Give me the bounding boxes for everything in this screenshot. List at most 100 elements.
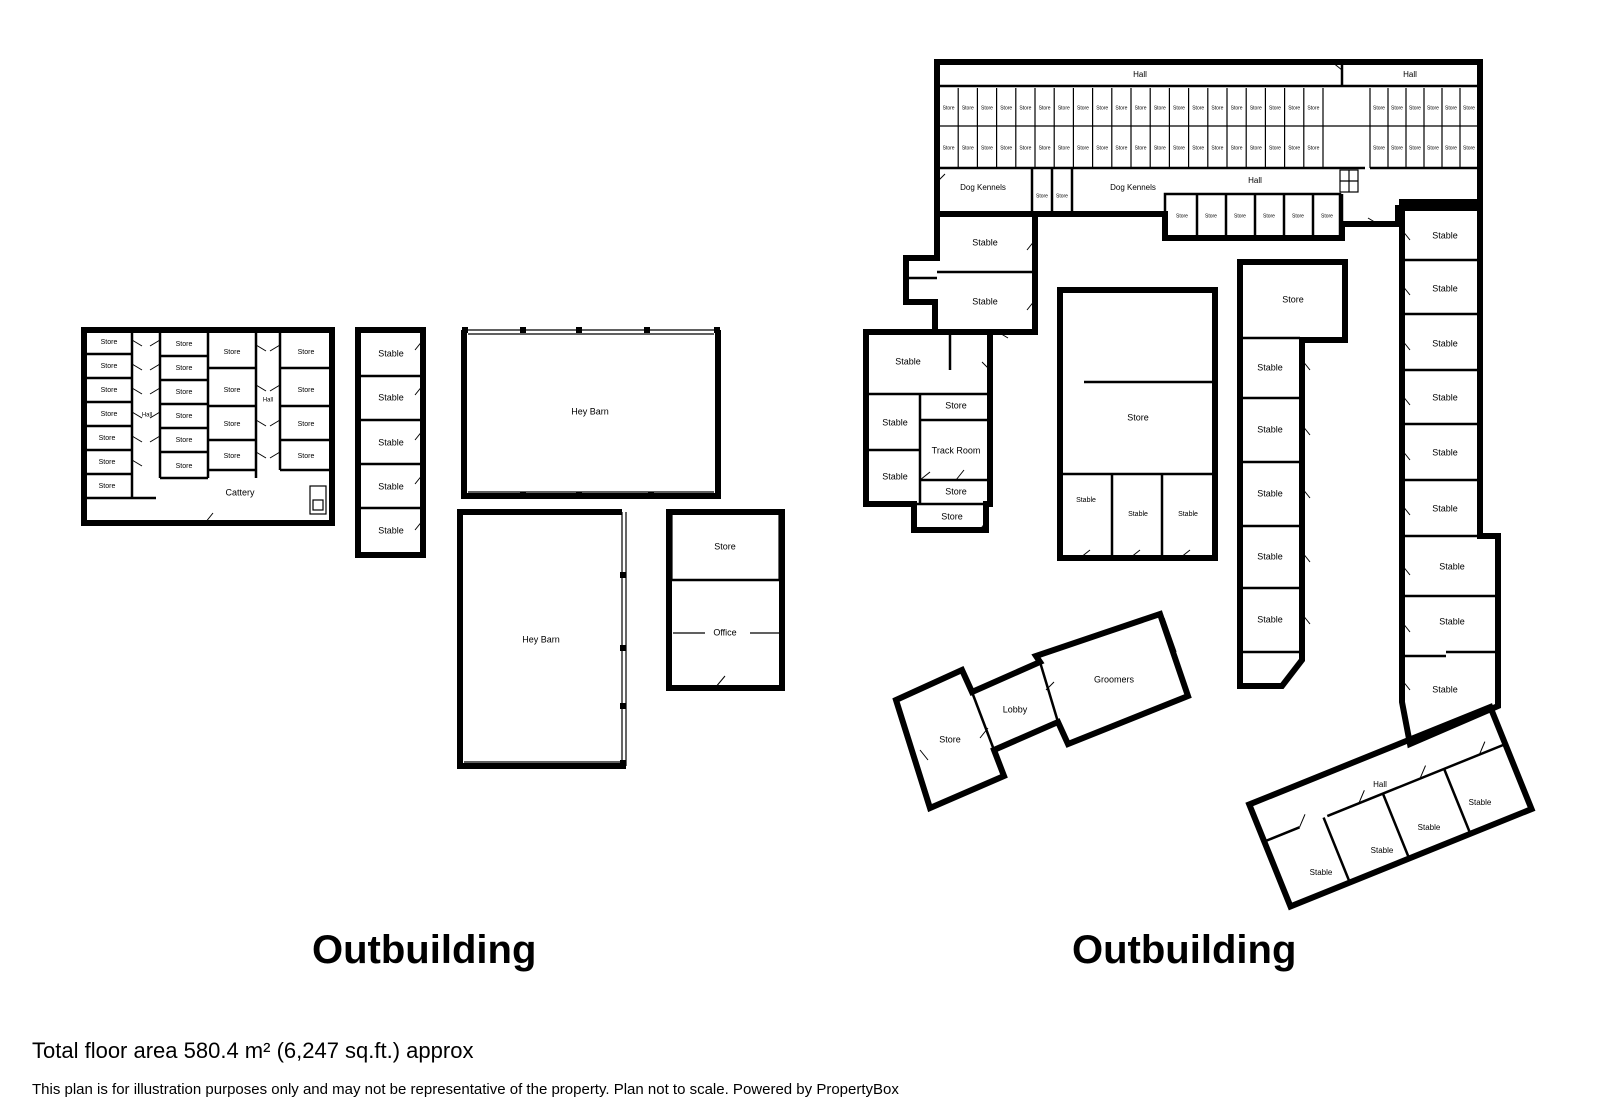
dog-kennels-1: Dog Kennels bbox=[960, 183, 1006, 192]
cattery-store-3: Store bbox=[101, 387, 118, 394]
right-stable-1: Stable bbox=[1432, 230, 1458, 240]
track-stable-3: Stable bbox=[882, 471, 908, 481]
kennel-store-24: Store bbox=[1154, 145, 1166, 151]
cattery-store-9: Store bbox=[176, 365, 193, 372]
hall-store-5: Store bbox=[1292, 213, 1304, 219]
right-stable-3: Stable bbox=[1432, 338, 1458, 348]
right-stable-7: Stable bbox=[1439, 561, 1465, 571]
office-store-label: Store bbox=[714, 541, 736, 551]
kennel-store-18: Store bbox=[1096, 145, 1108, 151]
kennel-store-39: Store bbox=[1307, 105, 1319, 111]
kennel-store-2: Store bbox=[943, 145, 955, 151]
hey-barn-bottom: Hey Barn bbox=[457, 509, 627, 769]
hey-barn-top-label: Hey Barn bbox=[571, 406, 609, 416]
total-floor-area: Total floor area 580.4 m² (6,247 sq.ft.)… bbox=[32, 1038, 474, 1063]
hall-store-3: Store bbox=[1234, 213, 1246, 219]
stable-left-4: Stable bbox=[378, 481, 404, 491]
cattery-store-21: Store bbox=[298, 453, 315, 460]
kennel-store-52: Store bbox=[1463, 145, 1475, 151]
hall-top-2: Hall bbox=[1403, 70, 1417, 79]
kennel-store-b: Store bbox=[1056, 193, 1068, 199]
angled-stable-2: Stable bbox=[1371, 846, 1394, 855]
kennel-store-43: Store bbox=[1391, 105, 1403, 111]
right-stable-2: Stable bbox=[1432, 283, 1458, 293]
angled-hall: Hall bbox=[1373, 780, 1387, 789]
kennel-store-40: Store bbox=[1307, 145, 1319, 151]
cattery-store-1: Store bbox=[101, 339, 118, 346]
kennel-store-28: Store bbox=[1192, 145, 1204, 151]
angled-stable-4: Stable bbox=[1469, 798, 1492, 807]
kennel-store-26: Store bbox=[1173, 145, 1185, 151]
stable-r-b: Stable bbox=[972, 296, 998, 306]
outbuilding-heading-left: Outbuilding bbox=[312, 928, 537, 972]
right-stable-4: Stable bbox=[1432, 392, 1458, 402]
central-stable-2: Stable bbox=[1128, 511, 1148, 518]
right-stable-8: Stable bbox=[1439, 616, 1465, 626]
dog-kennels-2: Dog Kennels bbox=[1110, 183, 1156, 192]
kennel-store-47: Store bbox=[1427, 105, 1439, 111]
kennel-store-48: Store bbox=[1427, 145, 1439, 151]
column-store: Store bbox=[1282, 294, 1304, 304]
kennel-store-25: Store bbox=[1173, 105, 1185, 111]
hall-middle: Hall bbox=[1248, 176, 1262, 185]
cattery-store-5: Store bbox=[99, 435, 116, 442]
hall-store-6: Store bbox=[1321, 213, 1333, 219]
cattery-store-15: Store bbox=[224, 387, 241, 394]
cattery-store-13: Store bbox=[176, 463, 193, 470]
central-stable-1: Stable bbox=[1076, 497, 1096, 504]
groomers-label: Groomers bbox=[1094, 674, 1135, 684]
track-store-1: Store bbox=[945, 400, 967, 410]
stable-r-a: Stable bbox=[972, 237, 998, 247]
kennel-store-42: Store bbox=[1373, 145, 1385, 151]
kennel-store-23: Store bbox=[1154, 105, 1166, 111]
track-room-label: Track Room bbox=[932, 445, 981, 455]
kennel-store-12: Store bbox=[1039, 145, 1051, 151]
stable-column-left: Stable Stable Stable Stable Stable bbox=[355, 327, 426, 558]
cattery-store-11: Store bbox=[176, 413, 193, 420]
kennel-store-7: Store bbox=[1000, 105, 1012, 111]
cattery-store-12: Store bbox=[176, 437, 193, 444]
kennel-store-37: Store bbox=[1288, 105, 1300, 111]
column-stable-5: Stable bbox=[1257, 614, 1283, 624]
kennel-store-31: Store bbox=[1231, 105, 1243, 111]
kennel-store-17: Store bbox=[1096, 105, 1108, 111]
stable-left-3: Stable bbox=[378, 437, 404, 447]
kennel-block: Hall Hall Hall Dog Kennels Dog Kennels S… bbox=[934, 59, 1483, 241]
kennel-store-35: Store bbox=[1269, 105, 1281, 111]
cattery-store-4: Store bbox=[101, 411, 118, 418]
column-stable-1: Stable bbox=[1257, 362, 1283, 372]
kennel-store-21: Store bbox=[1135, 105, 1147, 111]
central-store-block: Store Stable Stable Stable bbox=[1057, 287, 1218, 561]
cattery-store-6: Store bbox=[99, 459, 116, 466]
hall-store-1: Store bbox=[1176, 213, 1188, 219]
kennel-store-5: Store bbox=[981, 105, 993, 111]
stable-left-2: Stable bbox=[378, 392, 404, 402]
cattery-store-17: Store bbox=[224, 453, 241, 460]
kennel-store-27: Store bbox=[1192, 105, 1204, 111]
kennel-store-10: Store bbox=[1019, 145, 1031, 151]
kennel-store-30: Store bbox=[1211, 145, 1223, 151]
kennel-store-33: Store bbox=[1250, 105, 1262, 111]
track-store-2: Store bbox=[945, 486, 967, 496]
track-stable-1: Stable bbox=[895, 356, 921, 366]
kennel-store-50: Store bbox=[1445, 145, 1457, 151]
cattery-block: Store Store Store Store Store Store Stor… bbox=[81, 327, 335, 526]
store-office-block: Store Office bbox=[666, 509, 785, 691]
left-stables-right-building: Stable Stable bbox=[903, 211, 1038, 339]
right-stable-9: Stable bbox=[1432, 684, 1458, 694]
cattery-store-8: Store bbox=[176, 341, 193, 348]
angled-stable-1: Stable bbox=[1310, 868, 1333, 877]
kennel-store-6: Store bbox=[981, 145, 993, 151]
cattery-store-16: Store bbox=[224, 421, 241, 428]
cattery-store-20: Store bbox=[298, 421, 315, 428]
kennel-store-15: Store bbox=[1077, 105, 1089, 111]
kennel-store-11: Store bbox=[1039, 105, 1051, 111]
cattery-store-18: Store bbox=[298, 349, 315, 356]
cattery-store-14: Store bbox=[224, 349, 241, 356]
kennel-store-19: Store bbox=[1115, 105, 1127, 111]
middle-stable-column: Store Stable Stable Stable Stable Stable bbox=[1237, 259, 1348, 689]
kennel-store-32: Store bbox=[1231, 145, 1243, 151]
cattery-store-2: Store bbox=[101, 363, 118, 370]
angled-stable-block bbox=[1245, 703, 1536, 911]
